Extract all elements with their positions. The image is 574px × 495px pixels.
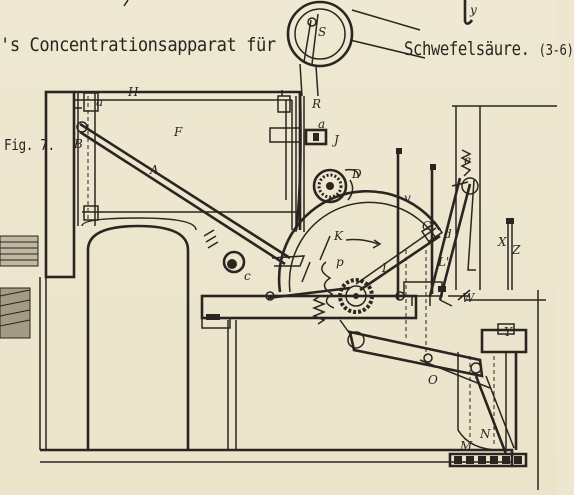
label-top-y: y [469, 3, 477, 17]
bracket-j [269, 96, 328, 232]
rods [396, 148, 436, 363]
top-mark-h [123, 0, 129, 7]
caption-right-main: Schwefelsäure. [404, 38, 530, 60]
label-d-right: d [444, 227, 452, 241]
lever-o [339, 319, 491, 389]
label-k: K [333, 229, 344, 243]
label-e: e [464, 153, 471, 167]
label-l: L [381, 261, 390, 275]
label-d-upper: D [351, 167, 362, 181]
label-l-prime: L' [437, 255, 449, 269]
weight-c-core [227, 259, 237, 269]
label-z: Z [511, 243, 521, 257]
wheel-d [312, 168, 359, 204]
label-p: p [336, 255, 344, 269]
lever-l [265, 221, 444, 301]
label-c-small: c [244, 269, 251, 283]
pillar [81, 211, 300, 450]
top-hook [463, 0, 474, 25]
table [200, 294, 418, 329]
label-c-right: C [422, 219, 431, 233]
figure-number: Fig. 7. [4, 136, 55, 154]
machine-drawing: a B H F S R a J D v e A K c p C d L L' X… [0, 0, 557, 490]
gear [321, 261, 374, 314]
label-x: X [497, 235, 507, 249]
label-v: v [404, 191, 411, 205]
spring-right [460, 149, 472, 177]
label-a-arm: A [149, 163, 159, 177]
arm-a [76, 121, 306, 267]
base-plate [40, 448, 514, 465]
left-post [39, 277, 47, 450]
caption-right: Schwefelsäure. (3-6) [404, 38, 574, 60]
lever-n [474, 375, 515, 455]
label-top-h: H [127, 85, 139, 99]
main-frame [44, 90, 302, 279]
label-a-mid: a [318, 117, 325, 131]
pulley-s [286, 0, 426, 97]
label-a-top: a [96, 95, 103, 109]
disk-k [277, 189, 442, 293]
label-s: S [318, 25, 326, 39]
label-r: R [311, 97, 321, 111]
label-f: F [173, 125, 183, 139]
label-o: O [428, 373, 438, 387]
weight-c [222, 250, 246, 274]
label-y: Y [504, 325, 513, 339]
caption-right-suffix: (3-6) [538, 41, 574, 59]
housing-right [452, 105, 557, 490]
slide-mechanism [395, 177, 479, 307]
label-m: M [459, 439, 473, 453]
left-fragments [0, 235, 39, 339]
caption-left: 's Concentrationsapparat für [0, 34, 276, 56]
spring-left [311, 295, 327, 325]
letter-labels: a B H F S R a J D v e A K c p C d L L' X… [73, 3, 521, 453]
bottles-m [448, 452, 528, 468]
label-b: B [73, 137, 83, 151]
label-j: J [331, 133, 340, 147]
label-w: W [462, 291, 476, 305]
label-n: N [479, 427, 491, 441]
